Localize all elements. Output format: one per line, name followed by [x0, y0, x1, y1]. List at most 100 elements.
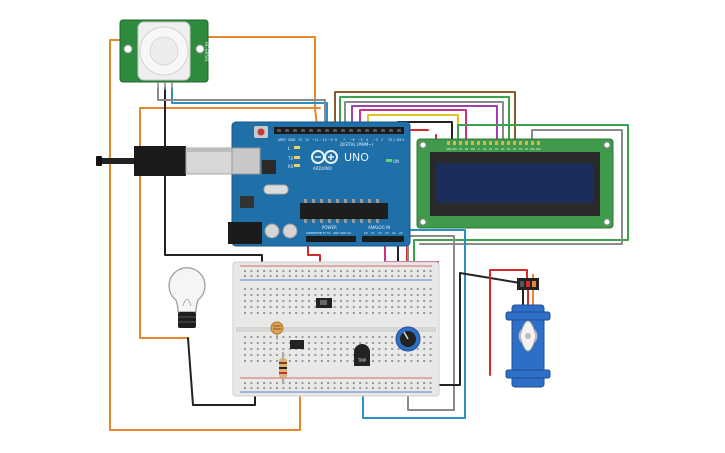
breadboard-hole[interactable] — [263, 342, 266, 344]
breadboard-hole[interactable] — [256, 336, 259, 338]
breadboard-hole[interactable] — [295, 300, 298, 302]
breadboard-hole[interactable] — [276, 348, 278, 350]
breadboard-hole[interactable] — [256, 387, 259, 389]
breadboard-hole[interactable] — [327, 354, 330, 356]
breadboard-hole[interactable] — [308, 270, 310, 272]
breadboard-hole[interactable] — [282, 336, 285, 338]
breadboard-hole[interactable] — [378, 275, 381, 277]
breadboard-hole[interactable] — [397, 354, 400, 356]
breadboard-hole[interactable] — [320, 275, 323, 277]
breadboard-hole[interactable] — [308, 382, 310, 384]
breadboard-hole[interactable] — [423, 336, 426, 338]
breadboard-hole[interactable] — [346, 382, 349, 384]
breadboard-hole[interactable] — [250, 348, 253, 350]
breadboard-hole[interactable] — [333, 312, 336, 314]
breadboard-hole[interactable] — [263, 275, 266, 277]
breadboard-hole[interactable] — [391, 306, 394, 308]
breadboard-hole[interactable] — [282, 342, 285, 344]
breadboard-hole[interactable] — [301, 300, 304, 302]
breadboard-hole[interactable] — [416, 382, 419, 384]
breadboard-hole[interactable] — [320, 348, 323, 350]
breadboard-hole[interactable] — [333, 270, 336, 272]
breadboard-hole[interactable] — [340, 342, 342, 344]
breadboard-hole[interactable] — [416, 288, 419, 290]
breadboard-hole[interactable] — [333, 275, 336, 277]
breadboard-hole[interactable] — [327, 382, 330, 384]
breadboard-hole[interactable] — [276, 342, 278, 344]
breadboard-hole[interactable] — [263, 348, 266, 350]
breadboard-hole[interactable] — [340, 348, 342, 350]
breadboard-hole[interactable] — [404, 294, 406, 296]
breadboard-hole[interactable] — [429, 387, 432, 389]
breadboard-hole[interactable] — [404, 288, 406, 290]
breadboard-hole[interactable] — [378, 342, 381, 344]
breadboard-hole[interactable] — [301, 354, 304, 356]
breadboard-hole[interactable] — [244, 336, 246, 338]
breadboard-hole[interactable] — [346, 336, 349, 338]
breadboard-hole[interactable] — [269, 275, 272, 277]
breadboard-hole[interactable] — [269, 288, 272, 290]
breadboard-hole[interactable] — [346, 342, 349, 344]
breadboard-hole[interactable] — [352, 382, 355, 384]
breadboard-hole[interactable] — [308, 387, 310, 389]
breadboard-hole[interactable] — [288, 354, 291, 356]
breadboard-hole[interactable] — [391, 275, 394, 277]
breadboard-hole[interactable] — [276, 270, 278, 272]
breadboard-hole[interactable] — [327, 360, 330, 362]
breadboard-hole[interactable] — [340, 270, 342, 272]
breadboard-hole[interactable] — [384, 306, 387, 308]
breadboard-hole[interactable] — [391, 360, 394, 362]
breadboard-hole[interactable] — [301, 306, 304, 308]
breadboard-hole[interactable] — [404, 275, 406, 277]
breadboard-hole[interactable] — [250, 360, 253, 362]
breadboard-hole[interactable] — [327, 294, 330, 296]
breadboard-hole[interactable] — [295, 360, 298, 362]
breadboard-hole[interactable] — [346, 387, 349, 389]
breadboard-hole[interactable] — [250, 300, 253, 302]
breadboard-hole[interactable] — [295, 336, 298, 338]
breadboard-hole[interactable] — [384, 270, 387, 272]
breadboard-hole[interactable] — [410, 312, 413, 314]
breadboard-hole[interactable] — [365, 270, 368, 272]
breadboard-hole[interactable] — [269, 306, 272, 308]
breadboard-hole[interactable] — [429, 360, 432, 362]
breadboard-hole[interactable] — [327, 270, 330, 272]
breadboard-hole[interactable] — [378, 336, 381, 338]
light-bulb[interactable] — [168, 267, 206, 328]
breadboard-hole[interactable] — [282, 270, 285, 272]
breadboard-hole[interactable] — [327, 348, 330, 350]
breadboard-hole[interactable] — [263, 306, 266, 308]
photoresistor[interactable] — [270, 321, 284, 340]
breadboard-hole[interactable] — [346, 354, 349, 356]
breadboard-hole[interactable] — [295, 288, 298, 290]
breadboard-hole[interactable] — [276, 382, 278, 384]
breadboard-hole[interactable] — [352, 306, 355, 308]
breadboard-hole[interactable] — [359, 312, 362, 314]
breadboard-hole[interactable] — [352, 360, 355, 362]
wire-orange-pir-right[interactable] — [199, 36, 319, 136]
breadboard-hole[interactable] — [378, 348, 381, 350]
breadboard-hole[interactable] — [391, 336, 394, 338]
breadboard-hole[interactable] — [378, 288, 381, 290]
breadboard-hole[interactable] — [365, 342, 368, 344]
breadboard-hole[interactable] — [327, 342, 330, 344]
breadboard-hole[interactable] — [423, 387, 426, 389]
breadboard-hole[interactable] — [301, 360, 304, 362]
breadboard-hole[interactable] — [314, 387, 317, 389]
breadboard-hole[interactable] — [346, 300, 349, 302]
breadboard-hole[interactable] — [314, 342, 317, 344]
pushbutton[interactable] — [290, 340, 304, 349]
breadboard-hole[interactable] — [352, 354, 355, 356]
breadboard-hole[interactable] — [391, 300, 394, 302]
breadboard-hole[interactable] — [340, 300, 342, 302]
potentiometer-knob-indicator[interactable] — [403, 331, 409, 340]
breadboard-hole[interactable] — [295, 354, 298, 356]
breadboard-hole[interactable] — [263, 336, 266, 338]
breadboard-hole[interactable] — [359, 336, 362, 338]
wire-green-lcd-a[interactable] — [339, 96, 510, 141]
breadboard-hole[interactable] — [340, 288, 342, 290]
breadboard-hole[interactable] — [282, 294, 285, 296]
breadboard-hole[interactable] — [276, 354, 278, 356]
breadboard-hole[interactable] — [314, 300, 317, 302]
